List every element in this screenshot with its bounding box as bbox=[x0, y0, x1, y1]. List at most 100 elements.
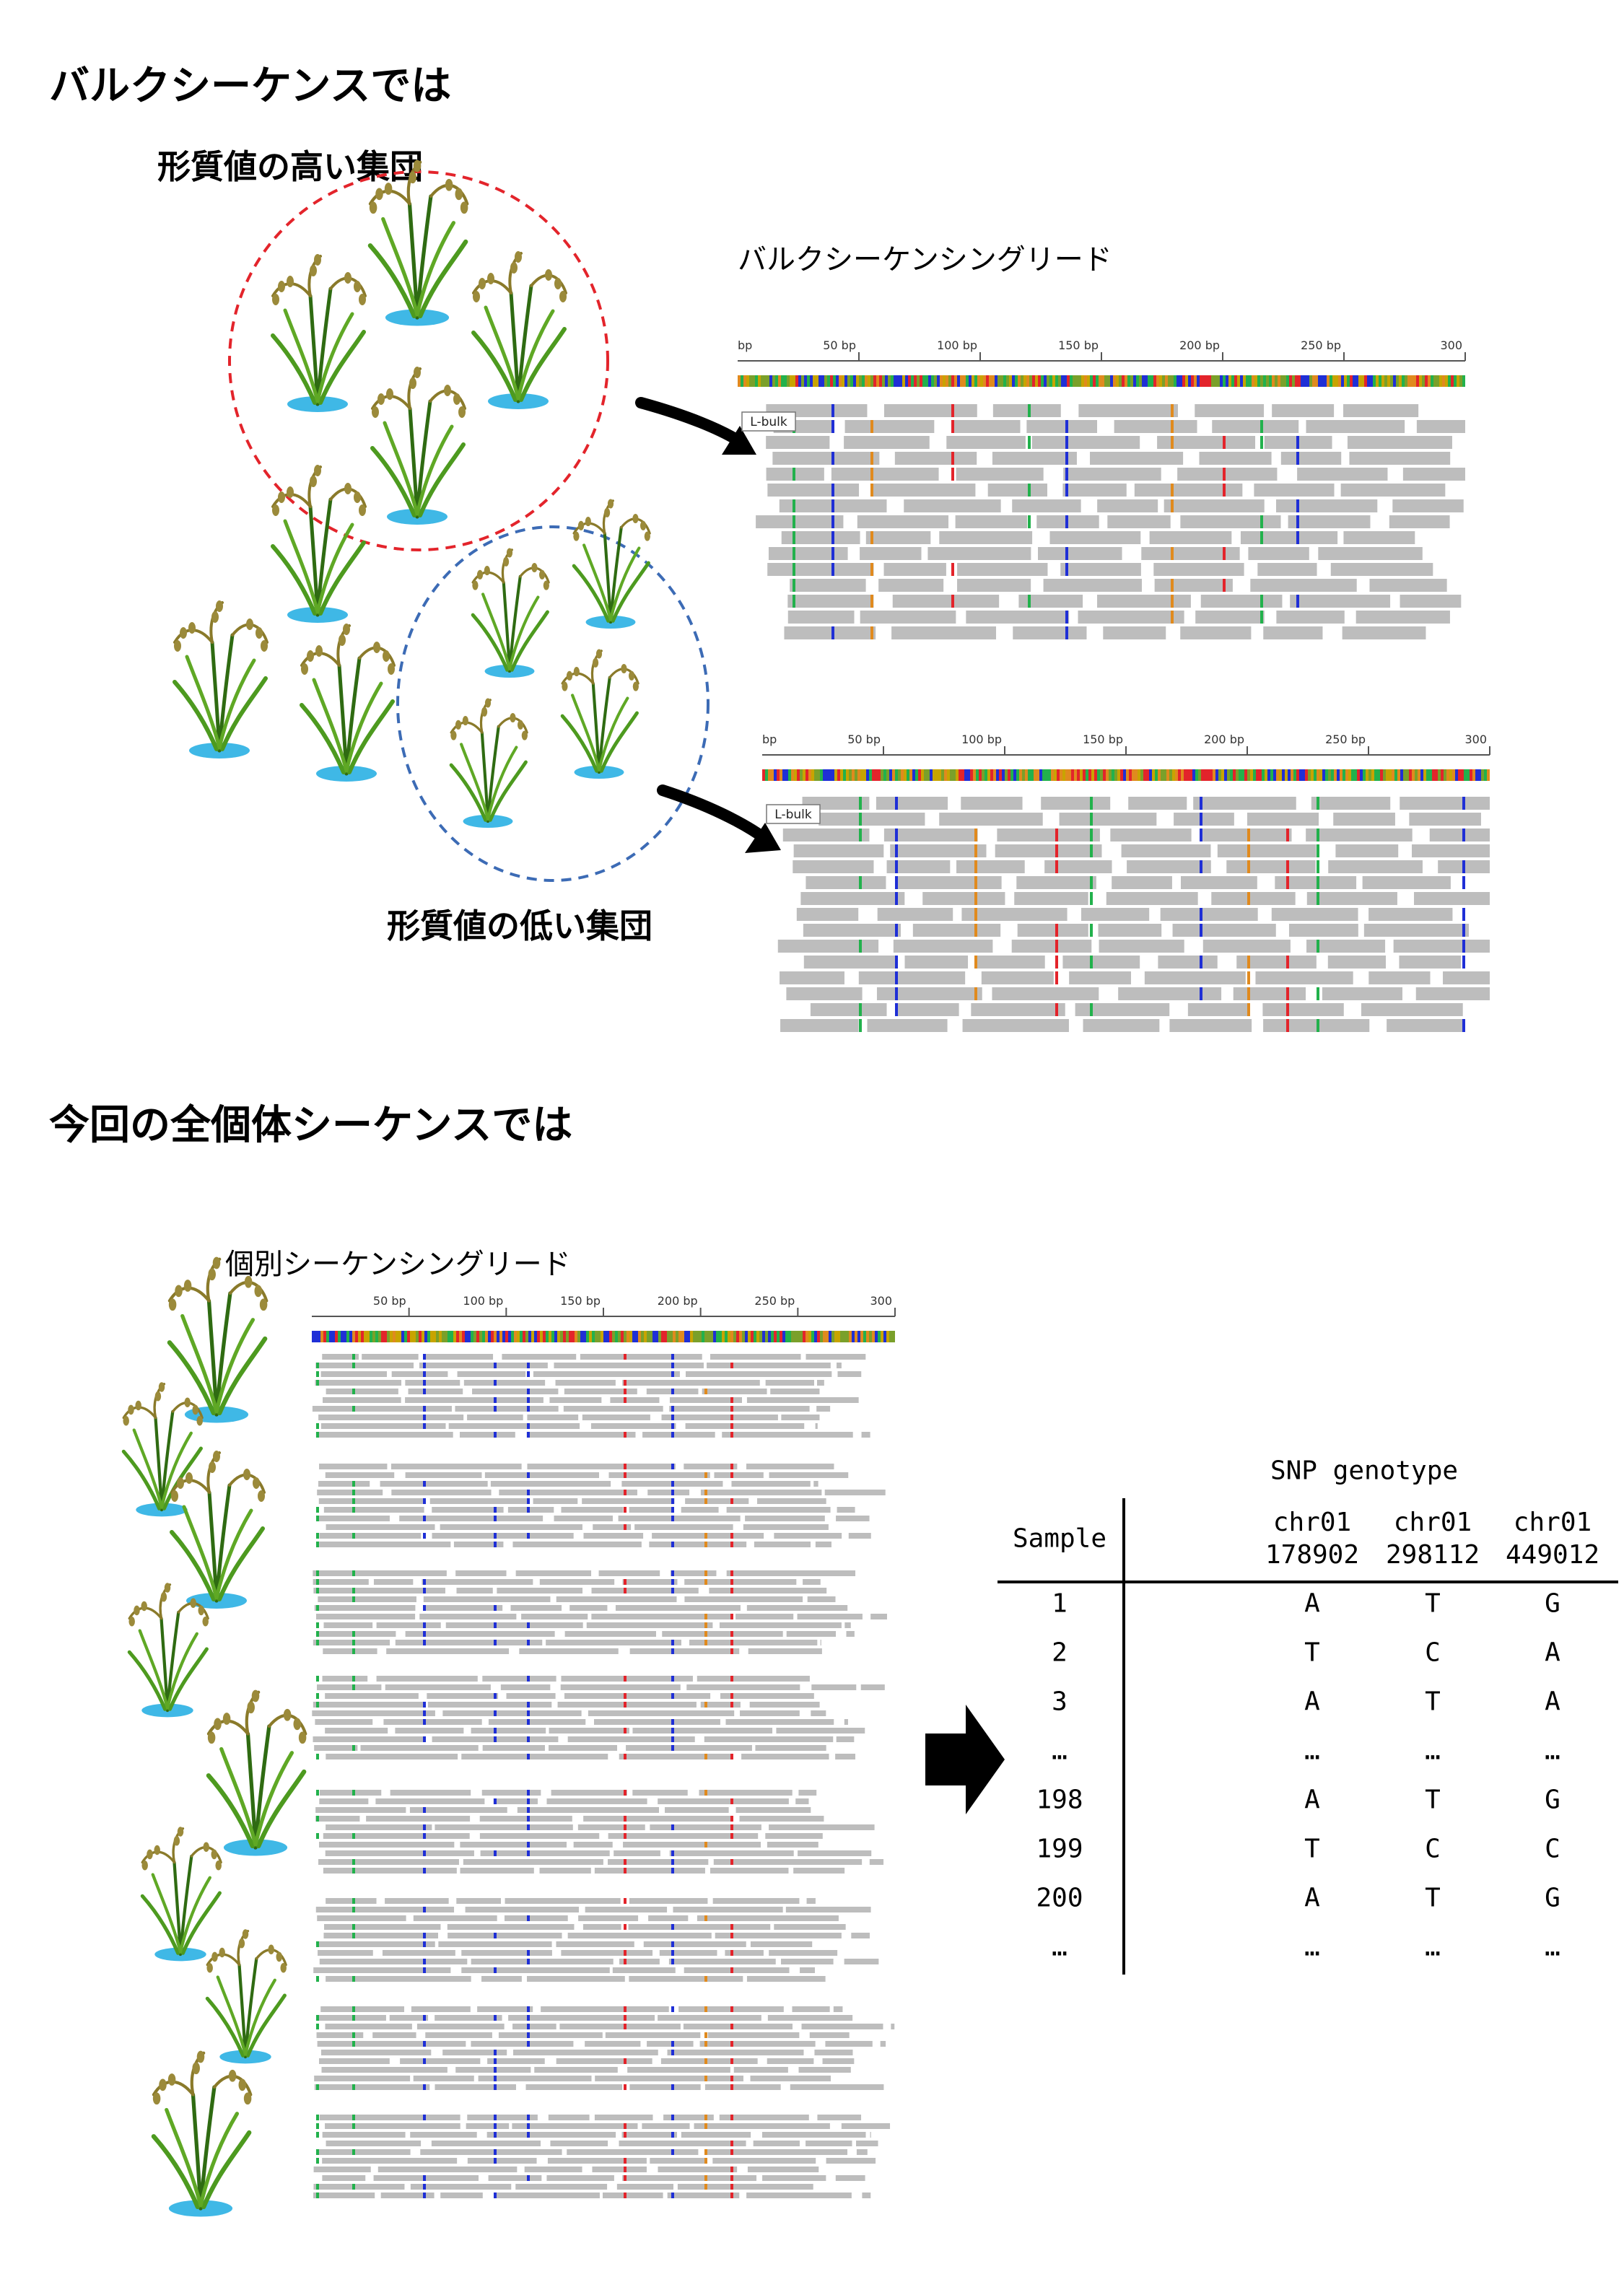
read-segment bbox=[836, 1736, 855, 1742]
snp-mark bbox=[730, 1824, 733, 1830]
read-segment bbox=[499, 1490, 637, 1495]
read-segment bbox=[1363, 924, 1470, 937]
snp-mark bbox=[730, 2076, 733, 2081]
snp-mark bbox=[316, 1371, 319, 1377]
read-segment bbox=[663, 2115, 714, 2120]
snp-mark bbox=[352, 1648, 355, 1654]
read-segment bbox=[1306, 829, 1413, 841]
read-segment bbox=[593, 1719, 720, 1725]
snp-mark bbox=[624, 2167, 627, 2172]
read-segment bbox=[445, 1622, 583, 1628]
read-segment bbox=[1335, 844, 1399, 857]
snp-mark bbox=[352, 1389, 355, 1394]
snp-mark bbox=[895, 924, 898, 937]
snp-mark bbox=[1065, 484, 1068, 497]
snp-mark bbox=[704, 1915, 707, 1921]
read-segment bbox=[1342, 626, 1426, 639]
read-segment bbox=[746, 1464, 834, 1469]
snp-mark bbox=[1223, 547, 1226, 560]
read-segment bbox=[1311, 797, 1391, 810]
snp-genotype-cell: A bbox=[1304, 1687, 1320, 1717]
snp-mark bbox=[1286, 876, 1289, 889]
snp-mark bbox=[1260, 595, 1263, 608]
read-segment bbox=[710, 1868, 789, 1874]
snp-mark bbox=[527, 1363, 530, 1368]
read-segment bbox=[564, 1631, 657, 1637]
snp-mark bbox=[316, 1432, 319, 1438]
snp-mark bbox=[423, 1933, 426, 1938]
read-segment bbox=[1327, 956, 1387, 969]
snp-mark bbox=[951, 404, 954, 417]
read-segment bbox=[315, 1719, 373, 1725]
read-segment bbox=[746, 1976, 826, 1982]
read-segment bbox=[710, 1354, 801, 1360]
read-segment bbox=[774, 1924, 846, 1930]
read-segment bbox=[665, 1807, 729, 1813]
snp-mark bbox=[316, 1754, 319, 1759]
snp-table-header-rule bbox=[997, 1581, 1618, 1583]
snp-mark bbox=[704, 1622, 707, 1628]
read-segment bbox=[533, 1498, 578, 1504]
snp-mark bbox=[704, 1754, 707, 1759]
read-segment bbox=[559, 2024, 681, 2029]
snp-mark bbox=[316, 1542, 319, 1547]
snp-mark bbox=[1090, 797, 1093, 810]
read-segment bbox=[481, 1790, 541, 1796]
read-segment bbox=[997, 829, 1100, 841]
read-segment bbox=[315, 1907, 455, 1912]
snp-mark bbox=[527, 1719, 530, 1725]
read-segment bbox=[534, 2067, 618, 2073]
read-segment bbox=[425, 2032, 492, 2038]
read-segment bbox=[883, 829, 978, 841]
snp-mark bbox=[494, 1622, 497, 1628]
snp-mark bbox=[793, 468, 795, 481]
snp-mark bbox=[671, 1415, 674, 1420]
snp-mark bbox=[704, 2175, 707, 2181]
read-segment bbox=[312, 1710, 435, 1716]
read-segment bbox=[1154, 579, 1233, 592]
snp-mark bbox=[352, 2184, 355, 2190]
read-segment bbox=[1141, 547, 1240, 560]
snp-mark bbox=[1317, 1019, 1319, 1032]
read-segment bbox=[460, 1842, 567, 1848]
snp-mark bbox=[1028, 595, 1031, 608]
snp-mark bbox=[316, 1676, 319, 1682]
read-segment bbox=[548, 2115, 590, 2120]
snp-mark bbox=[316, 1622, 319, 1628]
read-segment bbox=[797, 1614, 863, 1619]
read-segment bbox=[448, 1933, 562, 1938]
read-segment bbox=[699, 2041, 816, 2047]
snp-mark bbox=[423, 1824, 426, 1830]
read-segment bbox=[564, 1693, 711, 1699]
snp-genotype-cell: A bbox=[1545, 1638, 1560, 1668]
read-segment bbox=[686, 1371, 832, 1377]
read-segment bbox=[856, 2149, 868, 2155]
read-segment bbox=[787, 595, 874, 608]
read-segment bbox=[317, 2041, 466, 2047]
snp-mark bbox=[704, 2032, 707, 2038]
read-segment bbox=[1172, 924, 1276, 937]
snp-mark bbox=[1247, 829, 1250, 841]
snp-mark bbox=[316, 1640, 319, 1645]
read-segment bbox=[1392, 499, 1464, 512]
snp-mark bbox=[671, 1693, 674, 1699]
snp-mark bbox=[1090, 844, 1093, 857]
read-segment bbox=[325, 2123, 460, 2129]
snp-mark bbox=[1200, 987, 1202, 1000]
read-segment bbox=[726, 1507, 831, 1513]
read-segment bbox=[780, 971, 844, 984]
snp-mark bbox=[494, 2193, 497, 2198]
read-segment bbox=[743, 1524, 829, 1530]
read-segment bbox=[858, 971, 966, 984]
read-segment bbox=[472, 1389, 559, 1394]
snp-mark bbox=[974, 876, 977, 889]
read-segment bbox=[769, 1472, 849, 1478]
snp-mark bbox=[352, 1498, 355, 1504]
individual-read-block bbox=[312, 1354, 870, 1438]
read-segment bbox=[320, 2050, 432, 2055]
read-segment bbox=[795, 1798, 809, 1804]
read-segment bbox=[809, 2032, 850, 2038]
snp-mark bbox=[352, 2115, 355, 2120]
read-segment bbox=[588, 1710, 735, 1716]
read-segment bbox=[844, 1622, 851, 1628]
